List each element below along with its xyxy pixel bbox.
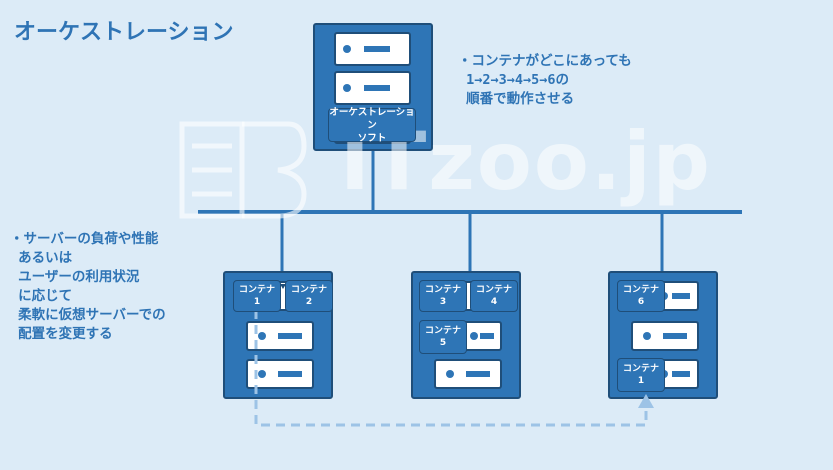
container-label: コンテナ <box>475 285 512 295</box>
container-5: コンテナ 5 <box>419 320 467 354</box>
container-label: コンテナ <box>424 285 461 295</box>
orchestration-software-label-2: ソフト <box>357 132 387 144</box>
container-label: コンテナ <box>238 285 275 295</box>
container-number: 5 <box>439 338 447 348</box>
container-label: コンテナ <box>290 285 327 295</box>
container-number: 1 <box>637 376 645 386</box>
arrow-1-to-2 <box>280 284 286 289</box>
container-number: 2 <box>305 297 313 307</box>
migration-arrowhead <box>638 394 654 408</box>
orchestration-software-badge: オーケストレーション ソフト <box>328 106 416 144</box>
container-number: 3 <box>439 297 447 307</box>
page-title: オーケストレーション <box>14 20 234 45</box>
container-4: コンテナ 4 <box>470 280 518 312</box>
container-number: 1 <box>253 297 261 307</box>
container-number: 6 <box>637 297 645 307</box>
orchestration-software-label-1: オーケストレーション <box>329 106 415 131</box>
container-1: コンテナ 1 <box>233 280 281 312</box>
container-label: コンテナ <box>622 285 659 295</box>
container-6: コンテナ 6 <box>617 280 665 312</box>
container-2: コンテナ 2 <box>285 280 333 312</box>
container-1-migrated: コンテナ 1 <box>617 358 665 392</box>
container-label: コンテナ <box>424 326 461 336</box>
watermark-logo <box>179 121 307 219</box>
note-execution-order: ・コンテナがどこにあっても 1→2→3→4→5→6の 順番で動作させる <box>458 53 632 107</box>
migration-arrow <box>254 310 648 427</box>
order-arrows <box>280 284 286 289</box>
container-number: 4 <box>490 297 498 307</box>
container-label: コンテナ <box>622 364 659 374</box>
container-3: コンテナ 3 <box>419 280 467 312</box>
note-flexible-placement: ・サーバーの負荷や性能 あるいは ユーザーの利用状況 に応じて 柔軟に仮想サーバ… <box>10 231 166 342</box>
